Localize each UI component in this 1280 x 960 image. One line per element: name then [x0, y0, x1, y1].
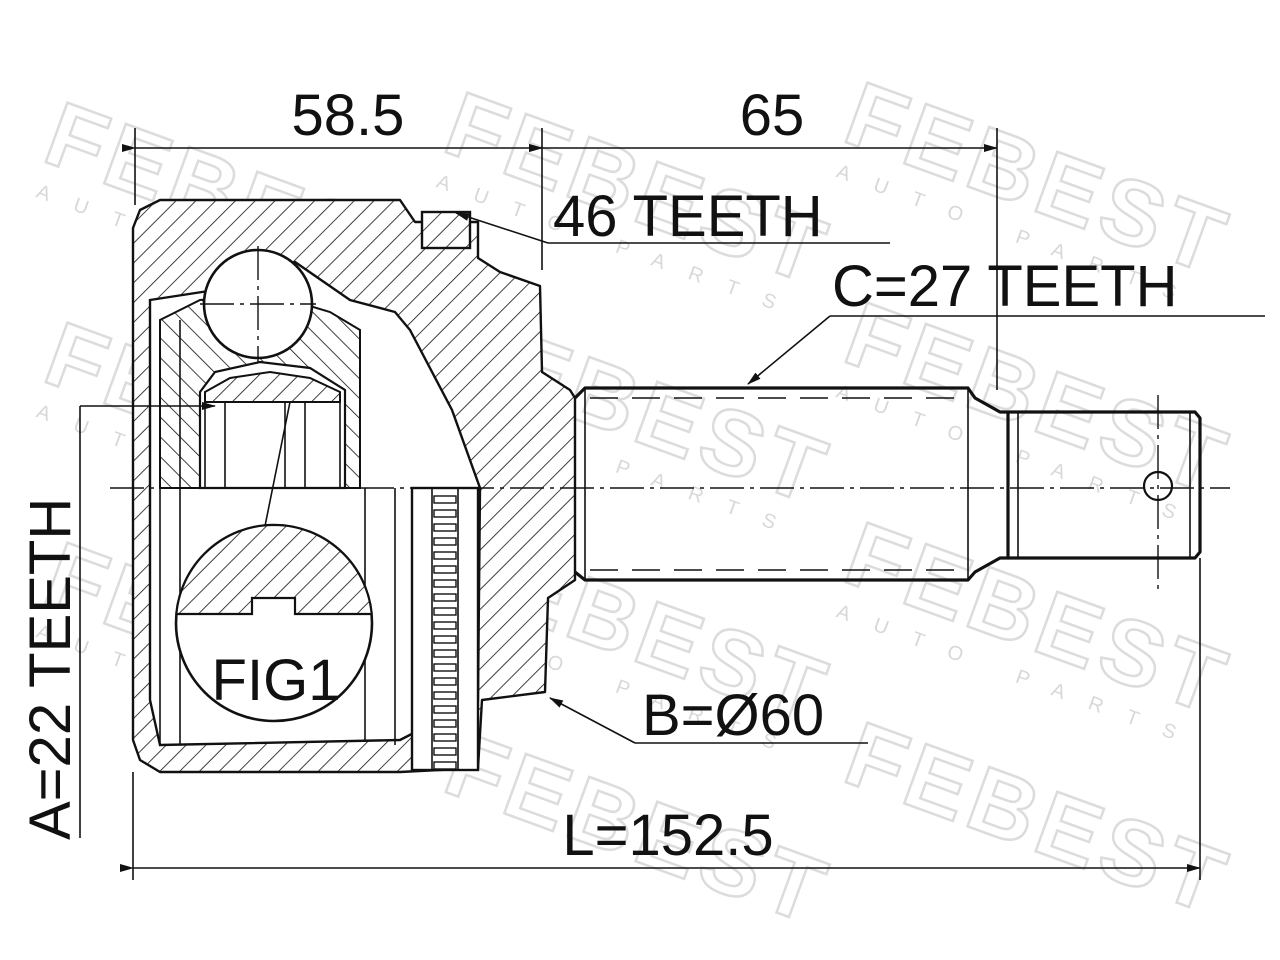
dimension-58-5: 58.5 [122, 83, 543, 270]
abs-tooth-slot [433, 621, 457, 630]
dimension-58-5-label: 58.5 [292, 83, 405, 148]
callout-b-diameter-label: B=Ø60 [642, 683, 824, 748]
abs-tooth-slot [433, 607, 457, 616]
fig1-label: FIG1 [212, 648, 341, 713]
callout-a-spline-label: A=22 TEETH [18, 498, 83, 840]
abs-tooth-slot [433, 761, 457, 770]
abs-tooth-detail [420, 210, 472, 250]
callout-46-teeth: 46 TEETH [455, 184, 890, 249]
dimension-total-length: L=152.5 [120, 558, 1201, 880]
abs-tooth-slot [433, 579, 457, 588]
abs-tooth-slot [433, 649, 457, 658]
abs-tooth-slot [433, 565, 457, 574]
callout-c-spline: C=27 TEETH [747, 254, 1265, 385]
abs-tooth-slot [433, 663, 457, 672]
abs-ring-teeth [433, 495, 457, 770]
dimension-65-label: 65 [740, 83, 805, 148]
abs-tooth-slot [433, 705, 457, 714]
abs-tooth-slot [433, 747, 457, 756]
abs-tooth-slot [433, 537, 457, 546]
callout-c-spline-label: C=27 TEETH [832, 254, 1177, 319]
dimension-total-length-label: L=152.5 [562, 803, 773, 868]
abs-tooth-slot [433, 635, 457, 644]
fig1-detail: FIG1 [174, 401, 374, 723]
dimension-65: 65 [529, 83, 998, 390]
callout-46-teeth-label: 46 TEETH [553, 184, 823, 249]
abs-tooth-slot [433, 509, 457, 518]
abs-tooth-slot [433, 523, 457, 532]
abs-tooth-slot [433, 719, 457, 728]
callout-a-spline: A=22 TEETH [18, 402, 216, 840]
abs-tooth-slot [433, 593, 457, 602]
abs-tooth-slot [433, 551, 457, 560]
callout-b-diameter: B=Ø60 [549, 683, 868, 748]
abs-ring [410, 486, 480, 772]
abs-tooth-slot [433, 733, 457, 742]
abs-tooth-slot [433, 495, 457, 504]
cv-joint-shaft [573, 386, 1202, 590]
abs-tooth-slot [433, 677, 457, 686]
abs-tooth-slot [433, 691, 457, 700]
